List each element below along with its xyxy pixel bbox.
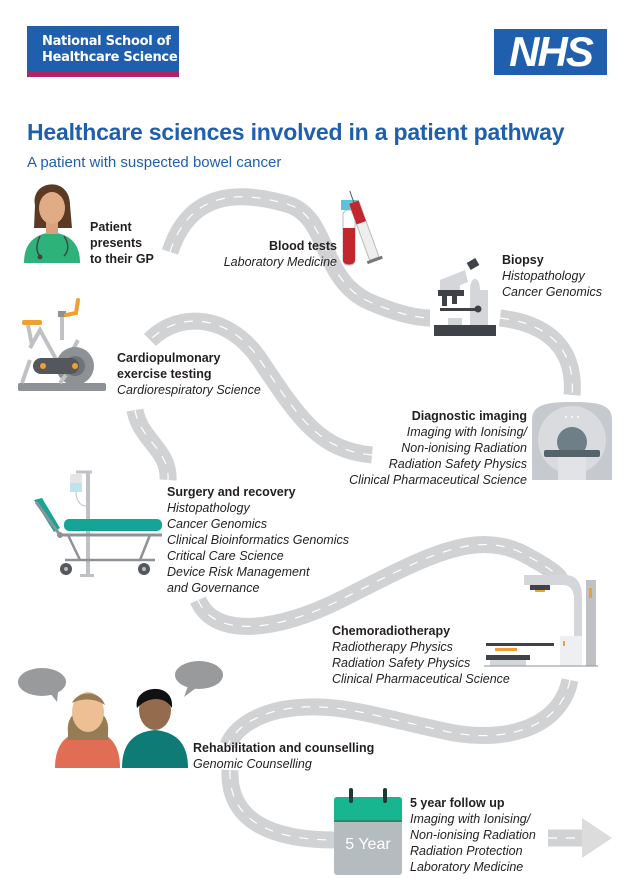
- step-heading: Surgery and recovery: [167, 485, 296, 499]
- step-science: Device Risk Management: [167, 565, 310, 579]
- step-chemoradiotherapy: Chemoradiotherapy Radiotherapy Physics R…: [332, 623, 510, 687]
- step-science: Laboratory Medicine: [410, 860, 524, 874]
- step-science: Cancer Genomics: [167, 517, 268, 531]
- step-science: Non-ionising Radiation: [410, 828, 536, 842]
- exercise-bike-icon: [18, 298, 106, 391]
- step-heading: Diagnostic imaging: [411, 409, 527, 423]
- step-heading: Chemoradiotherapy: [332, 624, 451, 638]
- calendar-icon: [334, 788, 402, 875]
- step-heading: presents: [90, 236, 143, 250]
- linear-accelerator-icon: [484, 575, 598, 667]
- step-heading: 5 year follow up: [410, 796, 505, 810]
- step-science: Clinical Bioinformatics Genomics: [167, 533, 350, 547]
- nhs-logo: NHS: [494, 29, 607, 75]
- step-science: Histopathology: [167, 501, 250, 515]
- step-heading: Biopsy: [502, 253, 544, 267]
- microscope-icon: [434, 258, 496, 336]
- page-title: Healthcare sciences involved in a patien…: [27, 119, 565, 145]
- step-science: Radiotherapy Physics: [332, 640, 453, 654]
- nshcs-logo: National School of Healthcare Science: [27, 26, 179, 77]
- nshcs-logo-line2: Healthcare Science: [42, 50, 178, 65]
- scanner-icon: [532, 402, 612, 480]
- blood-sample-icon: [341, 190, 383, 266]
- counselling-people-icon: [18, 661, 223, 768]
- page-subtitle: A patient with suspected bowel cancer: [27, 154, 282, 171]
- step-heading: Patient: [90, 220, 132, 234]
- step-science: Genomic Counselling: [193, 757, 312, 771]
- step-science: Radiation Safety Physics: [388, 457, 527, 471]
- step-follow-up: 5 year follow up Imaging with Ionising/ …: [410, 795, 536, 875]
- step-science: Non-ionising Radiation: [401, 441, 527, 455]
- step-science: Clinical Pharmaceutical Science: [332, 672, 510, 686]
- calendar-label: 5 Year: [345, 836, 391, 853]
- step-science: Histopathology: [502, 269, 585, 283]
- step-biopsy: Biopsy Histopathology Cancer Genomics: [502, 252, 602, 300]
- step-blood-tests: Blood tests Laboratory Medicine: [224, 238, 337, 270]
- step-heading: Cardiopulmonary: [117, 351, 221, 365]
- nshcs-logo-accent-bar: [27, 72, 179, 77]
- step-gp: Patient presents to their GP: [90, 219, 154, 267]
- step-science: Imaging with Ionising/: [410, 812, 531, 826]
- step-science: Critical Care Science: [167, 549, 284, 563]
- step-science: Imaging with Ionising/: [406, 425, 527, 439]
- hospital-bed-icon: [34, 470, 162, 577]
- step-rehabilitation: Rehabilitation and counselling Genomic C…: [193, 740, 374, 772]
- step-science: Cardiorespiratory Science: [117, 383, 261, 397]
- step-surgery: Surgery and recovery Histopathology Canc…: [167, 484, 349, 596]
- step-heading: Rehabilitation and counselling: [193, 741, 375, 755]
- doctor-icon: [24, 184, 80, 263]
- step-science: Radiation Protection: [410, 844, 523, 858]
- step-heading: to their GP: [90, 252, 154, 266]
- step-science: Clinical Pharmaceutical Science: [349, 473, 527, 487]
- nshcs-logo-line1: National School of: [42, 34, 171, 49]
- step-heading: exercise testing: [117, 367, 212, 381]
- step-science: Radiation Safety Physics: [332, 656, 471, 670]
- step-science: and Governance: [167, 581, 260, 595]
- road-segment-rehab-to-followup: [221, 769, 336, 849]
- step-science: Cancer Genomics: [502, 285, 603, 299]
- step-heading: Blood tests: [268, 239, 337, 253]
- road-segment-biopsy-to-imaging: [498, 309, 581, 396]
- road-segment-chemo-to-rehab: [220, 677, 579, 749]
- arrow-right-icon: [582, 818, 612, 858]
- step-science: Laboratory Medicine: [223, 255, 337, 269]
- step-diagnostic-imaging: Diagnostic imaging Imaging with Ionising…: [349, 408, 527, 488]
- step-cpet: Cardiopulmonary exercise testing Cardior…: [117, 350, 261, 398]
- road-segment-cpet-to-surgery: [126, 407, 177, 481]
